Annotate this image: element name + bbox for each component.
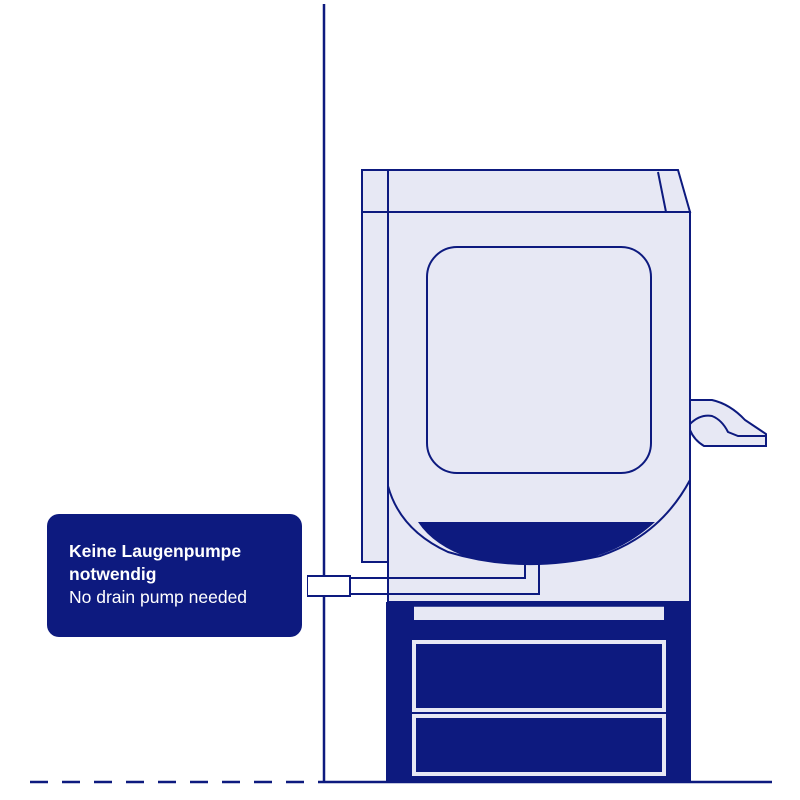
base-drawer-upper xyxy=(412,640,666,712)
base-stand xyxy=(386,602,691,782)
drain-pipe xyxy=(307,564,540,597)
callout-title-line-1: Keine Laugenpumpe xyxy=(69,541,242,561)
water-tank xyxy=(387,479,691,566)
appliance-side xyxy=(361,169,389,563)
outlet-hose xyxy=(686,399,767,447)
callout-title-line-2: notwendig xyxy=(69,564,157,584)
callout-box: Keine Laugenpumpe notwendig No drain pum… xyxy=(47,514,302,637)
appliance-top xyxy=(361,169,692,213)
base-drawer-lower xyxy=(412,714,666,776)
callout-subtitle: No drain pump needed xyxy=(69,587,248,607)
appliance-door xyxy=(426,246,652,474)
